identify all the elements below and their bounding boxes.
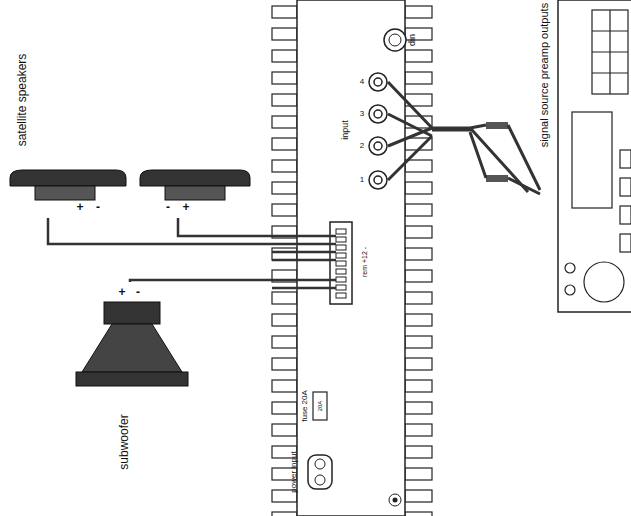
heat-fin (405, 424, 432, 436)
power-connector (308, 455, 332, 489)
node-text: fuse 20A (301, 390, 309, 422)
terminal-screw (336, 237, 346, 242)
mount-hole (393, 498, 398, 503)
heat-fin (405, 292, 432, 304)
heat-fin (405, 314, 432, 326)
node-text: + (182, 201, 189, 213)
terminal-screw (336, 245, 346, 250)
heat-fin (405, 72, 432, 84)
node-text: signal source preamp outputs (539, 3, 550, 147)
input-number: 1 (360, 176, 364, 184)
speaker-wire (178, 218, 272, 236)
heat-fin (405, 358, 432, 370)
heat-fin (272, 248, 297, 260)
heat-fin (272, 424, 297, 436)
fuse (313, 392, 327, 420)
speaker-wire (130, 280, 272, 282)
node-text: din (408, 34, 417, 46)
node-text: - (136, 286, 140, 298)
heat-fin (272, 402, 297, 414)
heat-fin (405, 182, 432, 194)
heat-fin (405, 380, 432, 392)
node-text: subwoofer (118, 414, 130, 469)
heat-fin (405, 336, 432, 348)
heat-fin (405, 50, 432, 62)
heat-fin (272, 6, 297, 18)
input-number: 2 (360, 142, 364, 150)
din-socket (384, 29, 406, 51)
heat-fin (272, 292, 297, 304)
heat-fin (405, 270, 432, 282)
din-socket (389, 34, 401, 46)
heat-fin (405, 226, 432, 238)
amplifier: din input fuse 20A power input (272, 0, 432, 516)
heat-fin (405, 160, 432, 172)
heat-fin (405, 402, 432, 414)
terminal-screw (336, 261, 346, 266)
subwoofer: +- subwoofer (72, 282, 194, 478)
heat-fin (405, 512, 432, 516)
heat-fin (272, 28, 297, 40)
source-device (558, 0, 631, 312)
heat-fin (272, 72, 297, 84)
heat-fin (272, 314, 297, 326)
satellite-speaker: -+ (138, 166, 254, 218)
signal-source: signal source preamp outputs (528, 0, 631, 320)
node-text: + (76, 201, 83, 213)
terminal-label: rem +12 - (361, 247, 368, 277)
heat-fin (272, 116, 297, 128)
heat-fin (272, 182, 297, 194)
input-number: 4 (360, 78, 364, 86)
node-text: input (341, 120, 350, 140)
speaker-wires-inside (272, 236, 336, 288)
heat-fin (272, 50, 297, 62)
node-text: - (166, 201, 170, 213)
mount-hole (389, 494, 401, 506)
terminal-screw (336, 277, 346, 282)
heat-fin (272, 336, 297, 348)
terminal-screw (336, 229, 346, 234)
heat-fin (272, 358, 297, 370)
speaker-wire (48, 218, 272, 244)
terminal-screw (336, 269, 346, 274)
source-controls (565, 10, 631, 302)
heat-fin (272, 380, 297, 392)
terminal-block (330, 222, 352, 304)
satellite-speaker (10, 170, 250, 200)
heat-fin (272, 204, 297, 216)
subwoofer-driver (76, 302, 188, 386)
heat-fin (405, 446, 432, 458)
heat-fin (405, 204, 432, 216)
heat-fin (405, 468, 432, 480)
heat-fin (272, 512, 297, 516)
terminal-label: 20A (317, 401, 323, 412)
group-label: satellite speakers (16, 54, 28, 147)
heat-fin (272, 94, 297, 106)
heat-fin (272, 160, 297, 172)
terminal-screw (336, 253, 346, 258)
rca-cable-run (470, 125, 540, 194)
terminal-screw (336, 285, 346, 290)
signal-cable (432, 130, 528, 192)
node-text: - (96, 201, 100, 213)
node-text: + (118, 286, 125, 298)
heat-fin (405, 490, 432, 502)
power-pin (315, 475, 325, 485)
heat-fin (405, 248, 432, 260)
amplifier-body (297, 0, 405, 516)
rca-plugs (486, 122, 508, 182)
rca-jacks (369, 73, 387, 189)
heat-fin (272, 138, 297, 150)
power-pin (315, 459, 325, 469)
input-number: 3 (360, 110, 364, 118)
terminal-screw (336, 293, 346, 298)
satellite-speaker: +- (8, 166, 130, 218)
node-text: power input (290, 451, 298, 492)
heat-fin (405, 6, 432, 18)
